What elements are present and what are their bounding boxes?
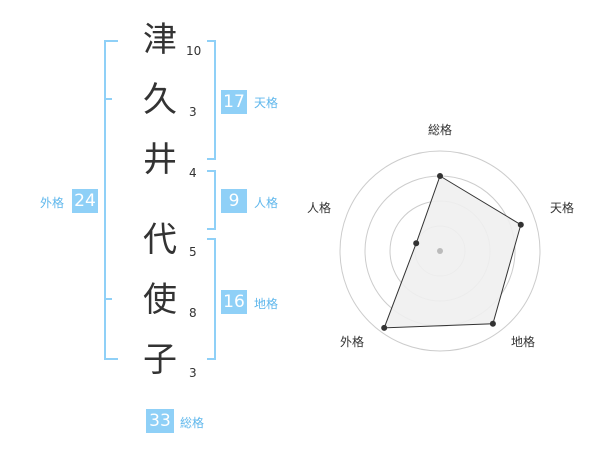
- name-char-3: 井: [143, 140, 177, 180]
- tenkaku-bracket: [207, 40, 216, 160]
- chikaku-bracket: [207, 238, 216, 360]
- radar-label-jinkaku: 人格: [307, 201, 332, 215]
- jinkaku-label: 人格: [254, 196, 279, 210]
- radar-point-3: [489, 320, 496, 327]
- soukaku-label: 総格: [180, 416, 205, 430]
- name-char-1: 津: [143, 20, 177, 60]
- name-char-6: 子: [143, 340, 177, 380]
- radar-point-5: [413, 240, 420, 247]
- stroke-count-6: 3: [189, 366, 197, 380]
- stroke-count-3: 4: [189, 166, 197, 180]
- radar-ring-4: [339, 150, 541, 352]
- gaikaku-label: 外格: [40, 196, 65, 210]
- stroke-count-4: 5: [189, 245, 197, 259]
- radar-point-2: [517, 221, 524, 228]
- jinkaku-value-badge: 9: [221, 189, 247, 213]
- stroke-count-5: 8: [189, 306, 197, 320]
- chikaku-value-badge: 16: [221, 290, 247, 314]
- jinkaku-bracket: [207, 170, 216, 230]
- radar-polygon: [383, 175, 522, 329]
- soukaku-value-badge: 33: [146, 409, 174, 433]
- tenkaku-value-badge: 17: [221, 90, 247, 114]
- radar-label-soukaku: 総格: [428, 123, 453, 137]
- name-char-2: 久: [143, 80, 177, 120]
- stroke-count-2: 3: [189, 105, 197, 119]
- radar-point-4: [381, 324, 388, 331]
- tenkaku-label: 天格: [254, 96, 279, 110]
- radar-label-chikaku: 地格: [511, 335, 536, 349]
- radar-label-tenkaku: 天格: [550, 201, 575, 215]
- name-char-4: 代: [143, 220, 177, 260]
- radar-point-1: [437, 173, 443, 179]
- stroke-count-1: 10: [186, 44, 202, 58]
- radar-label-gaikaku: 外格: [340, 335, 365, 349]
- chikaku-label: 地格: [254, 297, 279, 311]
- name-char-5: 使: [143, 280, 177, 320]
- gaikaku-value-badge: 24: [72, 189, 98, 213]
- radar-center-point: [437, 248, 443, 254]
- gaikaku-bracket: [104, 40, 118, 360]
